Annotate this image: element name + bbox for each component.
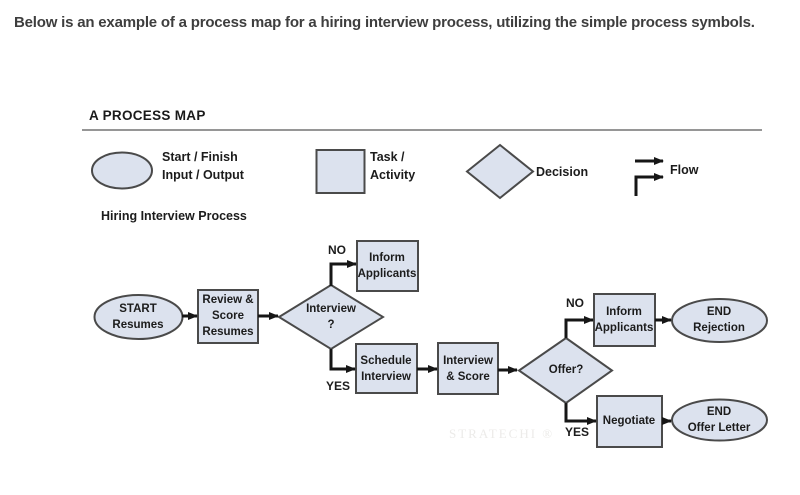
- interview-score-rect: [437, 342, 499, 395]
- edge-label-no-1: NO: [328, 243, 346, 257]
- legend-diamond-icon: [465, 143, 535, 200]
- end-rejection-label: END Rejection: [693, 306, 745, 334]
- negotiate-label: Negotiate: [602, 415, 656, 427]
- legend-ellipse-icon: [91, 151, 153, 190]
- schedule-interview-label: Schedule Interview: [360, 355, 412, 383]
- legend-start-finish-label: Start / Finish Input / Output: [162, 150, 244, 182]
- edge-label-no-2: NO: [566, 296, 584, 310]
- stratechi-watermark: STRATECHI ®: [449, 426, 555, 441]
- offer-decision-label: Offer?: [548, 364, 584, 376]
- start-resumes-label: START Resumes: [112, 303, 164, 331]
- page-title: A PROCESS MAP: [89, 108, 206, 123]
- edge-interview-no-to-inform: [329, 260, 357, 286]
- review-score-label: Review & Score Resumes: [202, 294, 254, 338]
- inform-applicants-right-label: Inform Applicants: [594, 306, 654, 334]
- legend-task-label: Task / Activity: [370, 150, 416, 182]
- intro-text: Below is an example of a process map for…: [14, 14, 755, 31]
- interview-decision-label: Interview ?: [306, 303, 356, 331]
- edge-offer-yes-to-negotiate: [564, 403, 597, 425]
- edge-label-yes-2: YES: [564, 425, 590, 439]
- end-rejection-ellipse: [671, 298, 768, 343]
- interview-score-label: Interview & Score: [443, 355, 493, 383]
- edge-offer-no-to-inform: [564, 316, 594, 338]
- inform-applicants-top-rect: [356, 240, 419, 292]
- legend-flow-label: Flow: [670, 163, 699, 177]
- inform-applicants-top-label: Inform Applicants: [357, 252, 417, 280]
- end-offer-letter-label: END Offer Letter: [687, 406, 751, 434]
- inform-applicants-right-rect: [593, 293, 656, 347]
- legend-flow-elbow-icon: [634, 173, 664, 196]
- diagram-title: Hiring Interview Process: [101, 209, 247, 223]
- edge-interview-yes-to-schedule: [329, 349, 356, 373]
- legend-rect-icon: [315, 149, 366, 194]
- end-offer-letter-ellipse: [671, 398, 768, 442]
- legend-decision-label: Decision: [536, 165, 589, 179]
- edge-label-yes-1: YES: [325, 379, 351, 393]
